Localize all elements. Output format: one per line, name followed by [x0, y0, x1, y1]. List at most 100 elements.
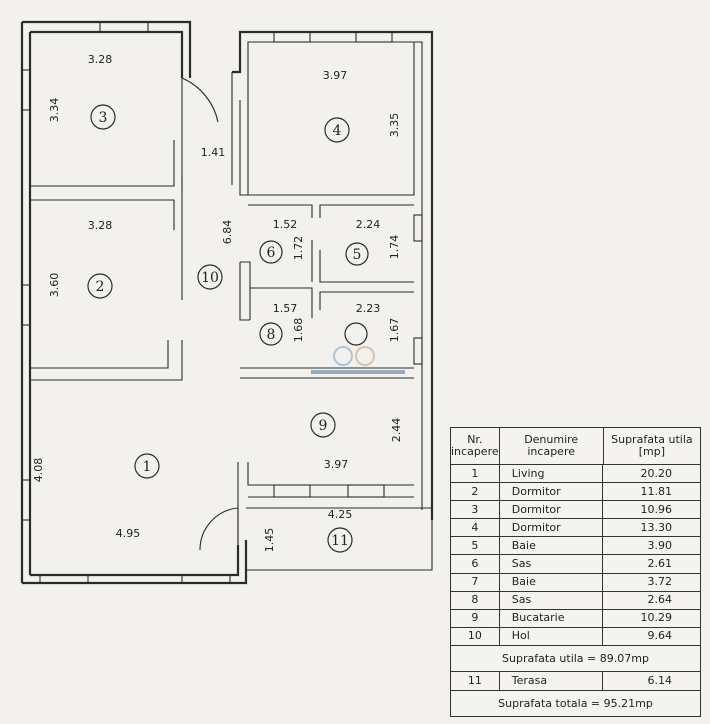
wall — [239, 100, 260, 196]
window — [347, 484, 385, 498]
dimension-label: 3.34 — [48, 98, 61, 123]
room-number: 6 — [267, 245, 276, 261]
dimension-label: 2.44 — [390, 418, 403, 443]
wall — [319, 291, 414, 310]
dimension-label: 4.08 — [32, 458, 45, 483]
table-cell: Sas — [500, 590, 604, 609]
table-cell: 1 — [451, 464, 500, 483]
dimension-label: 4.25 — [328, 508, 353, 521]
table-cell: Dormitor — [500, 500, 604, 519]
wall — [30, 340, 169, 369]
wall — [248, 204, 313, 218]
table-cell: 2 — [451, 482, 500, 501]
table-cell: Dormitor — [500, 518, 604, 537]
table-cell: 8 — [451, 590, 500, 609]
table-cell: 6 — [451, 554, 500, 573]
window — [273, 31, 311, 43]
room-number: 10 — [201, 270, 219, 286]
dimension-label: 3.60 — [48, 273, 61, 298]
room-number: 5 — [353, 247, 362, 263]
table-cell: 11.81 — [640, 484, 673, 498]
table-cell: 6.14 — [647, 674, 673, 687]
window — [273, 484, 311, 498]
table-cell: 7 — [451, 572, 500, 591]
room-number: 8 — [267, 327, 276, 343]
window — [181, 574, 231, 584]
room-marker — [327, 527, 353, 553]
terrace-outline — [246, 507, 433, 571]
table-cell: 2.61 — [647, 557, 673, 571]
wall — [30, 199, 175, 230]
wall — [30, 140, 175, 187]
room-number: 4 — [333, 123, 342, 139]
wall — [247, 41, 423, 510]
table-cell: Baie — [500, 572, 604, 591]
table-cell: Sas — [500, 554, 604, 573]
window — [21, 284, 31, 326]
wall — [22, 20, 192, 78]
dimension-label: 6.84 — [221, 220, 234, 245]
room-marker — [345, 242, 369, 266]
dimension-label: 2.23 — [356, 302, 381, 315]
wall — [319, 204, 414, 218]
table-cell: Baie — [500, 536, 604, 555]
room-marker — [259, 240, 283, 264]
wall — [232, 30, 434, 520]
room-marker — [197, 264, 223, 290]
room-number: 9 — [319, 418, 328, 434]
wall — [239, 262, 250, 321]
legend-header: Nr. incapere Denumire incapere Suprafata… — [451, 428, 700, 465]
dimension-label: 1.41 — [201, 146, 226, 159]
header-room-number: Nr. incapere — [451, 428, 500, 464]
window — [99, 21, 149, 33]
table-cell: 20.20 — [640, 466, 673, 480]
dimension-label: 1.45 — [263, 528, 276, 553]
dimension-label: 1.72 — [292, 236, 305, 261]
area-legend-table: Nr. incapere Denumire incapere Suprafata… — [450, 427, 701, 717]
room-marker — [310, 412, 336, 438]
dimension-label: 1.68 — [292, 318, 305, 343]
room-marker — [259, 322, 283, 346]
header-room-name: Denumire incapere — [500, 428, 604, 464]
room-number: 2 — [96, 279, 105, 295]
table-cell: Living — [500, 464, 604, 483]
table-cell: Bucatarie — [500, 608, 604, 627]
table-cell: 13.30 — [640, 520, 673, 534]
dimension-label: 2.24 — [356, 218, 381, 231]
table-cell: 5 — [451, 536, 500, 555]
dimension-label: 1.67 — [388, 318, 401, 343]
dimension-label: 3.97 — [323, 69, 348, 82]
room-number: 3 — [99, 110, 108, 126]
table-cell: 4 — [451, 518, 500, 537]
table-cell: 11 — [451, 671, 500, 690]
room-marker — [344, 322, 368, 346]
window — [355, 31, 393, 43]
wall — [247, 42, 415, 196]
dimension-label: 1.57 — [273, 302, 298, 315]
table-cell: 3.72 — [647, 575, 673, 589]
wall — [30, 30, 184, 78]
dimension-label: 1.52 — [273, 218, 298, 231]
door-swing — [181, 77, 219, 140]
wall — [22, 540, 248, 585]
table-cell: Terasa — [500, 671, 604, 690]
window — [413, 337, 423, 365]
room-marker — [324, 117, 350, 143]
window — [21, 479, 31, 521]
dimension-label: 3.28 — [88, 219, 113, 232]
table-cell: 9.64 — [647, 629, 673, 643]
door-swing — [199, 507, 239, 551]
table-cell: Dormitor — [500, 482, 604, 501]
dimension-label: 1.74 — [388, 235, 401, 260]
